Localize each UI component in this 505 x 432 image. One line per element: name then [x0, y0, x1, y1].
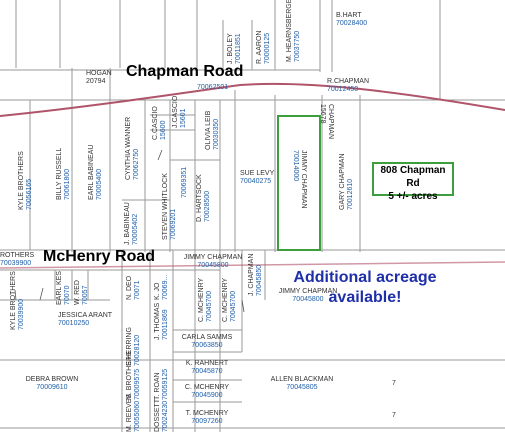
- subject-property-callout: 808 Chapman Rd 5 +/- acres: [372, 162, 454, 202]
- parcel-jessica-arant: JESSICA ARANT 70010250: [58, 312, 113, 327]
- lot-number-a: 7: [392, 380, 396, 387]
- parcel-c-mchenry-2: C. MCHENRY 70045700: [222, 277, 237, 322]
- parcel-j-boley: J. BOLEY 70011851: [227, 33, 242, 64]
- parcel-r-chapman: R.CHAPMAN 70012450: [327, 78, 370, 93]
- parcel-dossett: DOSSETT 70024230: [154, 398, 169, 432]
- lot-number-b: 7: [392, 412, 396, 419]
- parcel-steven-whitlock: STEVEN WHITLOCK 70069201: [162, 173, 177, 240]
- promo-line-2: available!: [328, 289, 402, 306]
- parcel-k-jo: K. JO 70069...: [154, 274, 169, 300]
- parcel-kyle-brothers-s: KYLE BROTHERS 70039900: [10, 271, 25, 330]
- parcel-top-center-id: 70062501: [197, 84, 229, 91]
- parcel-carla-samms: CARLA SAMMS 70063850: [181, 334, 233, 349]
- parcel-billy-russell: BILLY RUSSELL 70061800: [56, 147, 71, 200]
- parcel-c-mchenry-1: C. MCHENRY 70045700: [198, 277, 213, 322]
- parcel-hogan: HOGAN 20794: [86, 70, 112, 85]
- parcel-debra-brown: DEBRA BROWN 70009610: [25, 376, 79, 391]
- parcel-j-babineau: J. BABINEAU 70005402: [124, 202, 139, 245]
- promo-line-1: Additional acreage: [293, 269, 437, 286]
- parcel-earl-kes: EARL KES 70070: [56, 271, 71, 305]
- parcel-j-chapman: J. CHAPMAN 70045850: [248, 253, 263, 296]
- parcel-allen-blackman: ALLEN BLACKMAN 70045805: [270, 376, 334, 391]
- parcel-j-cascio: J.CASCIO 15601: [172, 95, 187, 128]
- parcel-m-reeves: M. REEVES 70055060: [126, 393, 141, 432]
- road-label-chapman: Chapman Road: [126, 63, 244, 80]
- parcel-c-mchenry-3: C. MCHENRY 70045900: [184, 384, 230, 399]
- parcel-hearnsberger: M. HEARNSBERGER 70037750: [286, 0, 301, 62]
- callout-acreage: 5 +/- acres: [388, 191, 438, 202]
- parcel-small-id: 70069351: [181, 166, 188, 198]
- road-label-mchenry: McHenry Road: [43, 248, 156, 265]
- additional-acreage-banner: Additional acreage available!: [290, 268, 440, 308]
- parcel-mm-brothers: M. BROTHERS 70009575: [126, 351, 141, 400]
- parcel-kyle-brothers-n: KYLE BROTHERS 70056165: [18, 151, 33, 210]
- parcel-k-rahnert: K. RAHNERT 70045870: [185, 360, 229, 375]
- parcel-gary-chapman: GARY CHAPMAN 70012610: [339, 153, 354, 210]
- parcel-c-cascio: C.CASCIO 15600: [152, 106, 167, 140]
- parcel-cynthia-wanner: CYNTHIA WANNER 70062750: [125, 116, 140, 180]
- parcel-n-deo: N. DEO 70071: [126, 275, 141, 300]
- parcel-earl-babineau-n: EARL BABINEAU 70005400: [88, 144, 103, 200]
- parcel-chapman-strip: CHAPMAN 15678: [319, 104, 334, 140]
- parcel-brothers-w: ROTHERS 70039900: [0, 252, 35, 267]
- parcel-r-aaron: R. AARON 70000125: [256, 30, 271, 64]
- callout-address: 808 Chapman Rd: [380, 165, 446, 189]
- parcel-sue-levy: SUE LEVY 70040275: [240, 170, 275, 185]
- parcel-w-red: W. RED 70057: [74, 280, 89, 305]
- parcel-jimmy-chapman-top: JIMMY CHAPMAN 70045800: [183, 254, 243, 269]
- parcel-j-thomas: J. THOMAS 70011869: [154, 302, 169, 340]
- parcel-jimmy-chapman-subject: JIMMY CHAPMAN 70014000: [292, 150, 307, 209]
- parcel-t-roan: T. ROAN 70059125: [154, 368, 169, 400]
- parcel-t-mchenry: T. MCHENRY 70097260: [185, 410, 229, 425]
- parcel-jimmy-chapman-e: JIMMY CHAPMAN 70045800: [278, 288, 338, 303]
- parcel-d-hartsock: D. HARTSOCK 70028500: [196, 174, 211, 222]
- parcel-b-hart: B.HART 70028400: [336, 12, 368, 27]
- parcel-olivia-leib: OLIVIA LEIB 70030350: [205, 110, 220, 150]
